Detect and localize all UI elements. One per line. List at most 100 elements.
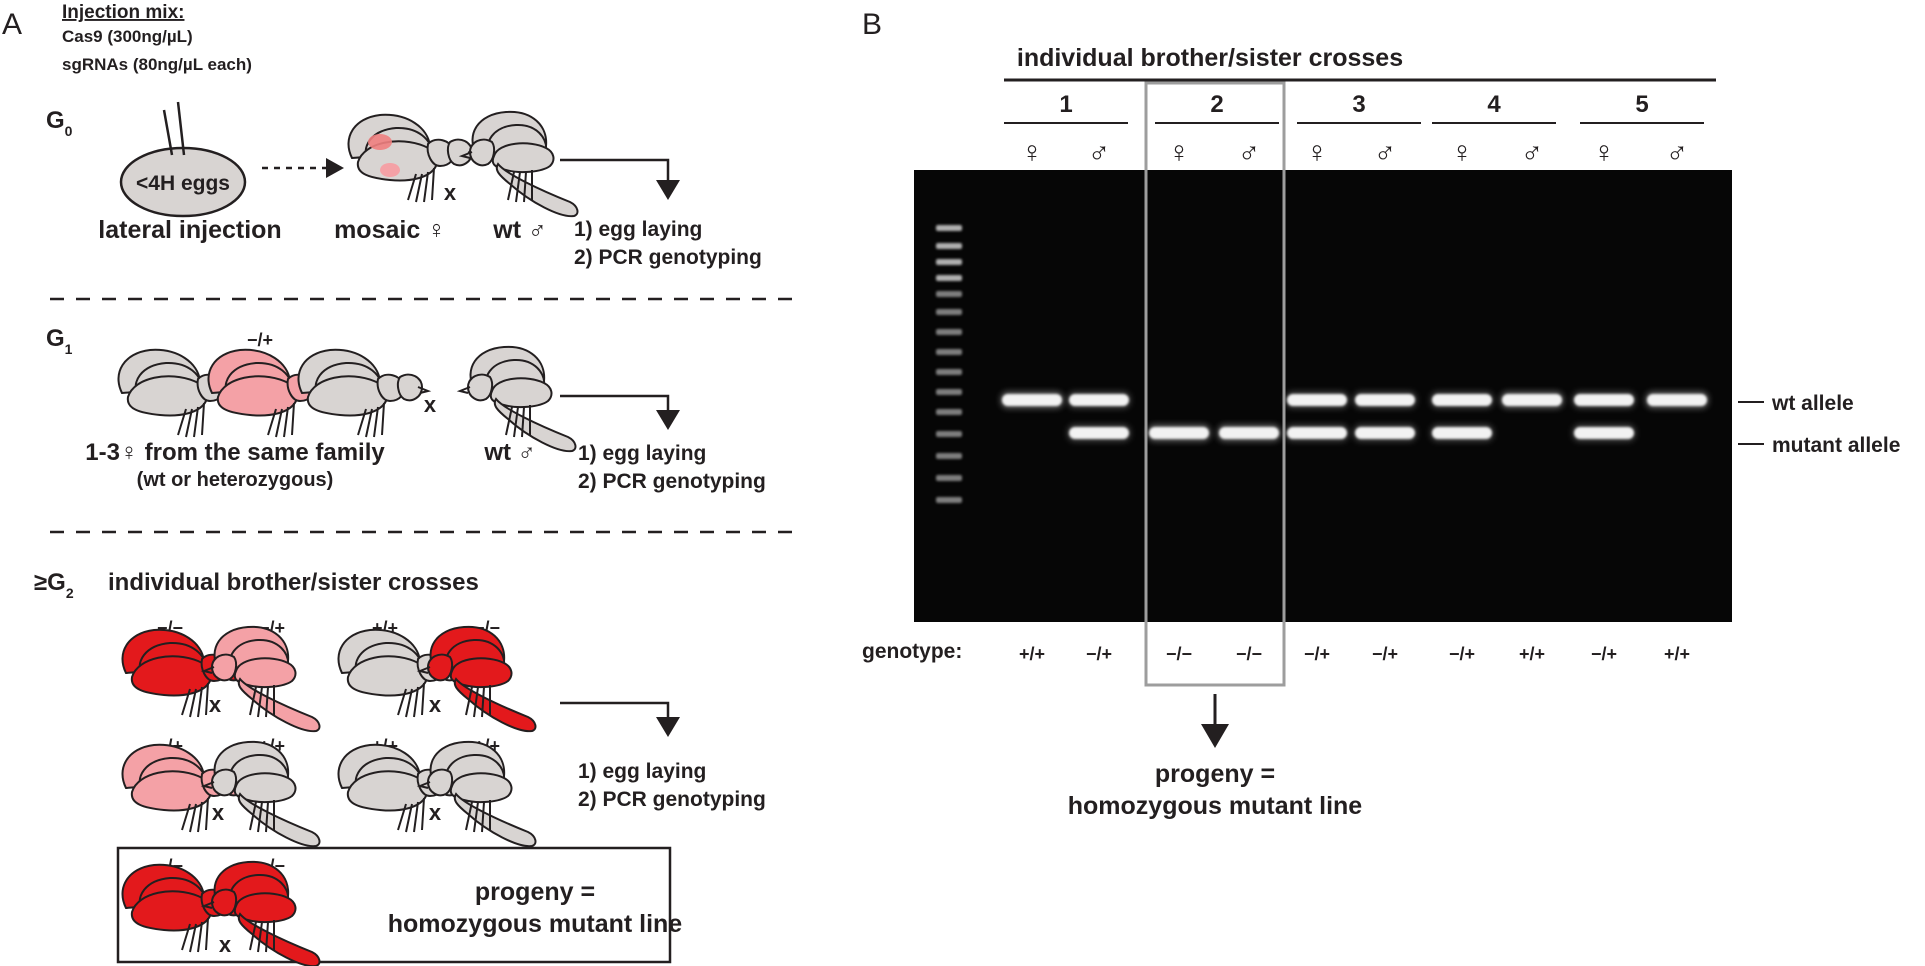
progeny-line1: progeny = bbox=[1155, 760, 1275, 788]
egg-label: <4H eggs bbox=[136, 172, 230, 195]
g2-step-pcr: 2) PCR genotyping bbox=[578, 788, 766, 811]
g0-row: G0 <4H eggs lateral injection x mosaic ♀… bbox=[46, 102, 762, 269]
ladder-band bbox=[936, 275, 962, 281]
ladder-band bbox=[936, 409, 962, 415]
male-symbol-5: ♂ bbox=[1666, 136, 1689, 169]
lane-genotype-3: −/− bbox=[1166, 644, 1192, 664]
mutant-allele-band bbox=[1149, 427, 1209, 439]
female-symbol-4: ♀ bbox=[1451, 136, 1474, 169]
ladder-band bbox=[936, 431, 962, 437]
fly-wt-male-icon bbox=[462, 112, 577, 216]
g1-arrow-line bbox=[560, 396, 668, 420]
ladder-band bbox=[936, 389, 962, 395]
mutant-allele-label: mutant allele bbox=[1772, 434, 1900, 457]
male-symbol-1: ♂ bbox=[1088, 136, 1111, 169]
female-symbol-1: ♀ bbox=[1021, 136, 1044, 169]
g2-generation-label: ≥G2 bbox=[34, 569, 74, 601]
ladder-band bbox=[936, 349, 962, 355]
box-progeny-line2: homozygous mutant line bbox=[388, 910, 683, 938]
g2-arrow-line bbox=[560, 703, 668, 727]
fly-het-male-icon-1 bbox=[204, 627, 319, 731]
g0-wt-male-label: wt ♂ bbox=[492, 216, 546, 244]
lane-genotype-6: −/+ bbox=[1372, 644, 1398, 664]
ladder-band bbox=[936, 291, 962, 297]
progeny-line2: homozygous mutant line bbox=[1068, 792, 1363, 820]
g0-step-egg-laying: 1) egg laying bbox=[574, 218, 702, 241]
dashed-arrow-head-icon bbox=[326, 158, 344, 178]
fly-wt-female-icon-2 bbox=[298, 350, 428, 437]
wt-allele-band bbox=[1002, 394, 1062, 406]
lane-genotype-10: +/+ bbox=[1664, 644, 1690, 664]
g0-generation-label: G0 bbox=[46, 107, 73, 139]
g2-arrow-head-icon bbox=[656, 717, 680, 737]
lane-genotype-1: +/+ bbox=[1019, 644, 1045, 664]
lane-genotype-2: −/+ bbox=[1086, 644, 1112, 664]
lane-genotype-9: −/+ bbox=[1591, 644, 1617, 664]
g0-cross-symbol: x bbox=[444, 180, 457, 205]
lane-genotype-5: −/+ bbox=[1304, 644, 1330, 664]
g1-wt-male-label: wt ♂ bbox=[483, 439, 535, 466]
gel-lane-3 bbox=[1147, 424, 1211, 442]
g2-step-egg-laying: 1) egg laying bbox=[578, 760, 706, 783]
g2-row: ≥G2 individual brother/sister crosses −/… bbox=[34, 569, 766, 966]
gel-lane-4 bbox=[1217, 424, 1281, 442]
g1-arrow-head-icon bbox=[656, 410, 680, 430]
mutant-allele-band bbox=[1432, 427, 1492, 439]
ladder-band bbox=[936, 309, 962, 315]
box-progeny-line1: progeny = bbox=[475, 878, 595, 906]
mutant-allele-band bbox=[1287, 427, 1347, 439]
lateral-injection-label: lateral injection bbox=[98, 216, 281, 244]
lane-genotype-8: +/+ bbox=[1519, 644, 1545, 664]
g0-step-pcr: 2) PCR genotyping bbox=[574, 246, 762, 269]
g0-arrow-head-icon bbox=[656, 180, 680, 200]
g2-cross2-symbol: x bbox=[429, 692, 442, 717]
male-symbol-2: ♂ bbox=[1238, 136, 1261, 169]
g2-cross3-symbol: x bbox=[212, 800, 225, 825]
wt-allele-band bbox=[1069, 394, 1129, 406]
g1-step-pcr: 2) PCR genotyping bbox=[578, 470, 766, 493]
female-symbol-5: ♀ bbox=[1593, 136, 1616, 169]
cross-number-5: 5 bbox=[1635, 91, 1648, 118]
ladder-band bbox=[936, 329, 962, 335]
g1-female-label: 1-3♀ from the same family bbox=[85, 439, 385, 466]
wt-allele-band bbox=[1432, 394, 1492, 406]
g2-cross4-symbol: x bbox=[429, 800, 442, 825]
ladder-band bbox=[936, 259, 962, 265]
cross-number-4: 4 bbox=[1487, 91, 1501, 118]
mutant-allele-band bbox=[1355, 427, 1415, 439]
ladder-band bbox=[936, 475, 962, 481]
wt-allele-label: wt allele bbox=[1771, 392, 1854, 415]
genotype-label: genotype: bbox=[862, 640, 962, 663]
wt-allele-band bbox=[1647, 394, 1707, 406]
ladder-band bbox=[936, 369, 962, 375]
panel-b-label: B bbox=[862, 8, 882, 41]
fly-wt-male-icon-3 bbox=[420, 742, 535, 846]
mutant-allele-band bbox=[1219, 427, 1279, 439]
male-symbol-3: ♂ bbox=[1374, 136, 1397, 169]
injection-mix-sgrnas: sgRNAs (80ng/µL each) bbox=[62, 55, 252, 74]
fly-wt-male-icon-2 bbox=[204, 742, 319, 846]
g2-cross1-symbol: x bbox=[209, 692, 222, 717]
g1-row: G1 −/+ x 1-3♀ from the same family (wt o… bbox=[46, 325, 766, 493]
mosaic-female-label: mosaic ♀ bbox=[334, 216, 446, 244]
lane-genotype-7: −/+ bbox=[1449, 644, 1475, 664]
ladder-band bbox=[936, 453, 962, 459]
gel-lane-10 bbox=[1645, 391, 1709, 409]
progeny-arrow-head-icon bbox=[1201, 724, 1229, 748]
wt-allele-band bbox=[1502, 394, 1562, 406]
wt-allele-band bbox=[1355, 394, 1415, 406]
female-symbol-3: ♀ bbox=[1306, 136, 1329, 169]
mutant-allele-band bbox=[1574, 427, 1634, 439]
g1-female-sublabel: (wt or heterozygous) bbox=[137, 469, 334, 491]
wt-allele-band bbox=[1287, 394, 1347, 406]
panel-b-title: individual brother/sister crosses bbox=[1017, 44, 1403, 72]
male-symbol-4: ♂ bbox=[1521, 136, 1544, 169]
ladder-band bbox=[936, 497, 962, 503]
g1-het-genotype: −/+ bbox=[247, 330, 273, 350]
cross-number-2: 2 bbox=[1210, 91, 1223, 118]
injection-mix-cas9: Cas9 (300ng/µL) bbox=[62, 27, 193, 46]
injection-mix-title: Injection mix: bbox=[62, 2, 184, 23]
ladder-band bbox=[936, 243, 962, 249]
fly-wt-male-icon-g1 bbox=[460, 347, 575, 451]
